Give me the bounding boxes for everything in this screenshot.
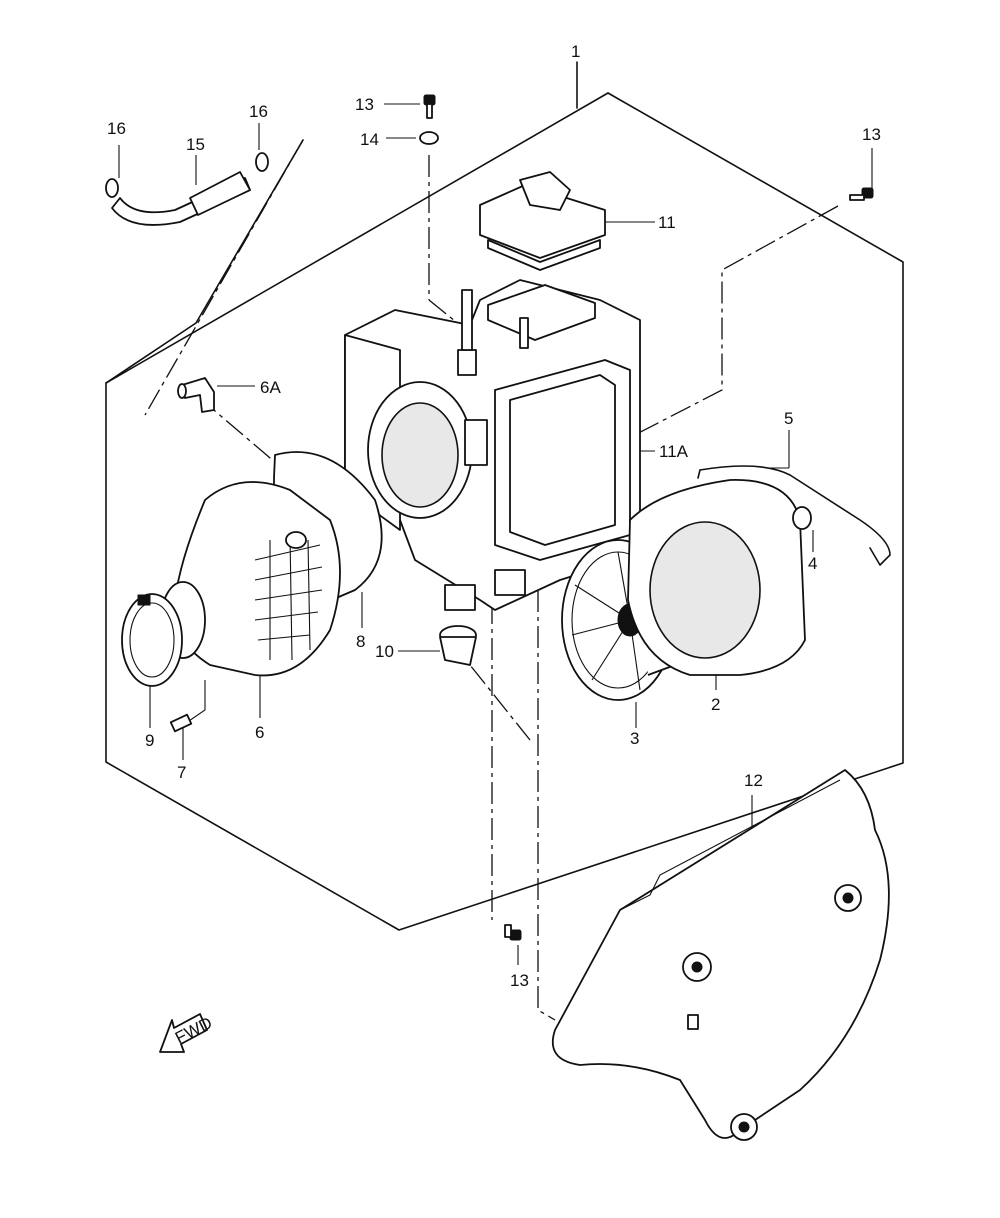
hose-clamp bbox=[121, 593, 183, 687]
side-cover bbox=[551, 769, 890, 1141]
air-filter bbox=[627, 479, 806, 676]
callout-16-left: 16 bbox=[107, 119, 126, 138]
callout-9: 9 bbox=[145, 731, 154, 750]
assembly-boundary bbox=[105, 92, 904, 931]
callout-3: 3 bbox=[630, 729, 639, 748]
bolt-right bbox=[849, 187, 874, 201]
callout-6: 6 bbox=[255, 723, 264, 742]
callout-12: 12 bbox=[744, 771, 763, 790]
boundary-top-left-edge bbox=[105, 92, 609, 384]
air-box-housing bbox=[344, 279, 641, 611]
callout-15: 15 bbox=[186, 135, 205, 154]
callout-16-right: 16 bbox=[249, 102, 268, 121]
callout-13-bottom: 13 bbox=[510, 971, 529, 990]
forward-direction-arrow: FWD bbox=[159, 1013, 215, 1053]
callout-11a: 11A bbox=[659, 442, 689, 461]
callout-11: 11 bbox=[658, 213, 676, 232]
callout-5: 5 bbox=[784, 409, 793, 428]
callout-7: 7 bbox=[177, 763, 186, 782]
washer bbox=[419, 131, 439, 145]
callout-8: 8 bbox=[356, 632, 365, 651]
callout-6a: 6A bbox=[260, 378, 281, 397]
drain-plug bbox=[169, 713, 193, 733]
small-grommet bbox=[792, 506, 812, 530]
callout-2: 2 bbox=[711, 695, 720, 714]
intake-boot bbox=[160, 481, 341, 677]
intake-cover bbox=[479, 171, 606, 271]
elbow-fitting bbox=[177, 377, 215, 413]
callout-4: 4 bbox=[808, 554, 817, 573]
bolt-top bbox=[423, 94, 436, 119]
callout-13-right: 13 bbox=[862, 125, 881, 144]
wire-spring bbox=[697, 465, 891, 566]
callout-10: 10 bbox=[375, 642, 394, 661]
callout-14: 14 bbox=[360, 130, 379, 149]
grommet bbox=[439, 625, 477, 666]
callout-13-top: 13 bbox=[355, 95, 374, 114]
bolt-bottom bbox=[504, 924, 522, 941]
breather-hose bbox=[105, 152, 269, 226]
callout-1: 1 bbox=[571, 42, 580, 61]
